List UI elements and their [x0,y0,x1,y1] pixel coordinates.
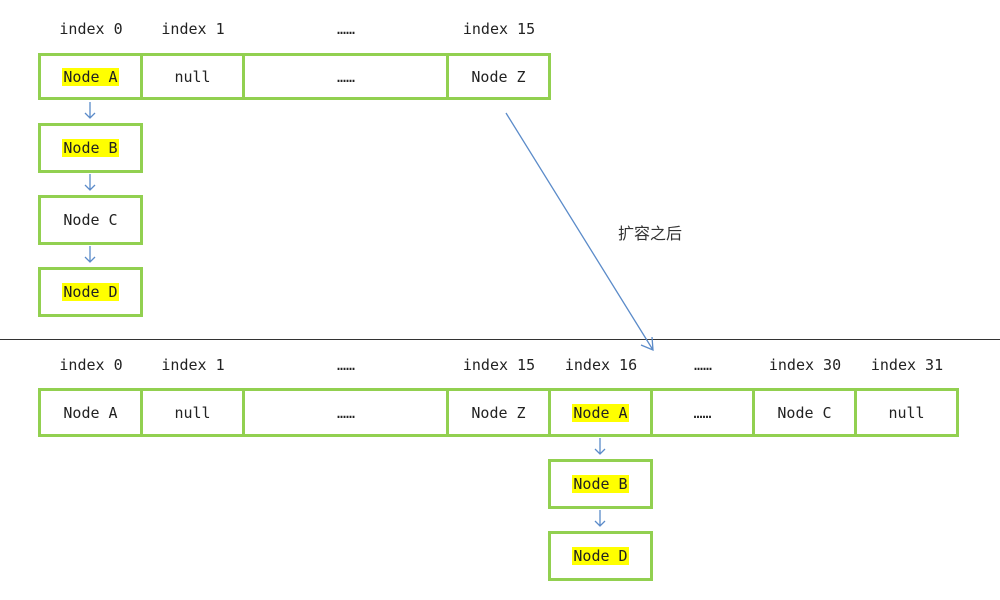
node-label: Node C [63,211,118,229]
node-label: Node A [572,403,629,422]
link-arrows [84,102,654,527]
node-label: null [888,403,925,422]
after-bucket-31: null [854,388,959,437]
node-label: Node Z [471,67,526,86]
down-arrow-icon [84,102,96,119]
down-arrow-icon [84,246,96,263]
after-bucket-ellipsis: …… [242,388,450,437]
after-chain-node: Node B [548,459,653,509]
after-index-label: …… [693,356,713,374]
after-index-label: …… [336,356,356,374]
after-index-label: index 15 [462,356,536,374]
before-chain-node: Node B [38,123,143,173]
down-arrow-icon [594,510,606,527]
node-label: null [174,403,211,422]
before-index-label: index 0 [59,20,123,38]
transition-label: 扩容之后 [617,224,682,243]
before-bucket-ellipsis: …… [242,53,450,100]
before-bucket-15: Node Z [446,53,551,100]
before-index-label: index 1 [161,20,225,38]
after-bucket-1: null [140,388,245,437]
after-bucket-16: Node A [548,388,653,437]
node-label: Node D [572,547,629,565]
node-label: Node A [63,403,118,422]
node-label: Node B [62,139,119,157]
before-bucket-1: null [140,53,245,100]
node-label: Node Z [471,403,526,422]
resize-arrow-icon [505,112,654,352]
node-label: …… [336,67,356,86]
after-chain-node: Node D [548,531,653,581]
node-label: null [174,67,211,86]
before-chain-node: Node C [38,195,143,245]
down-arrow-icon [594,438,606,455]
after-index-label: index 0 [59,356,123,374]
before-index-label: index 15 [462,20,536,38]
after-index-label: index 16 [564,356,638,374]
after-bucket-30: Node C [752,388,857,437]
node-label: Node C [777,403,832,422]
after-index-label: index 1 [161,356,225,374]
node-label: Node A [62,67,119,86]
node-label: Node B [572,475,629,493]
node-label: …… [336,403,356,422]
after-index-label: index 31 [870,356,944,374]
node-label: …… [693,403,712,422]
node-label: Node D [62,283,119,301]
divider-line [0,339,1000,340]
before-index-label: …… [336,20,356,38]
after-index-label: index 30 [768,356,842,374]
before-chain-node: Node D [38,267,143,317]
down-arrow-icon [84,174,96,191]
